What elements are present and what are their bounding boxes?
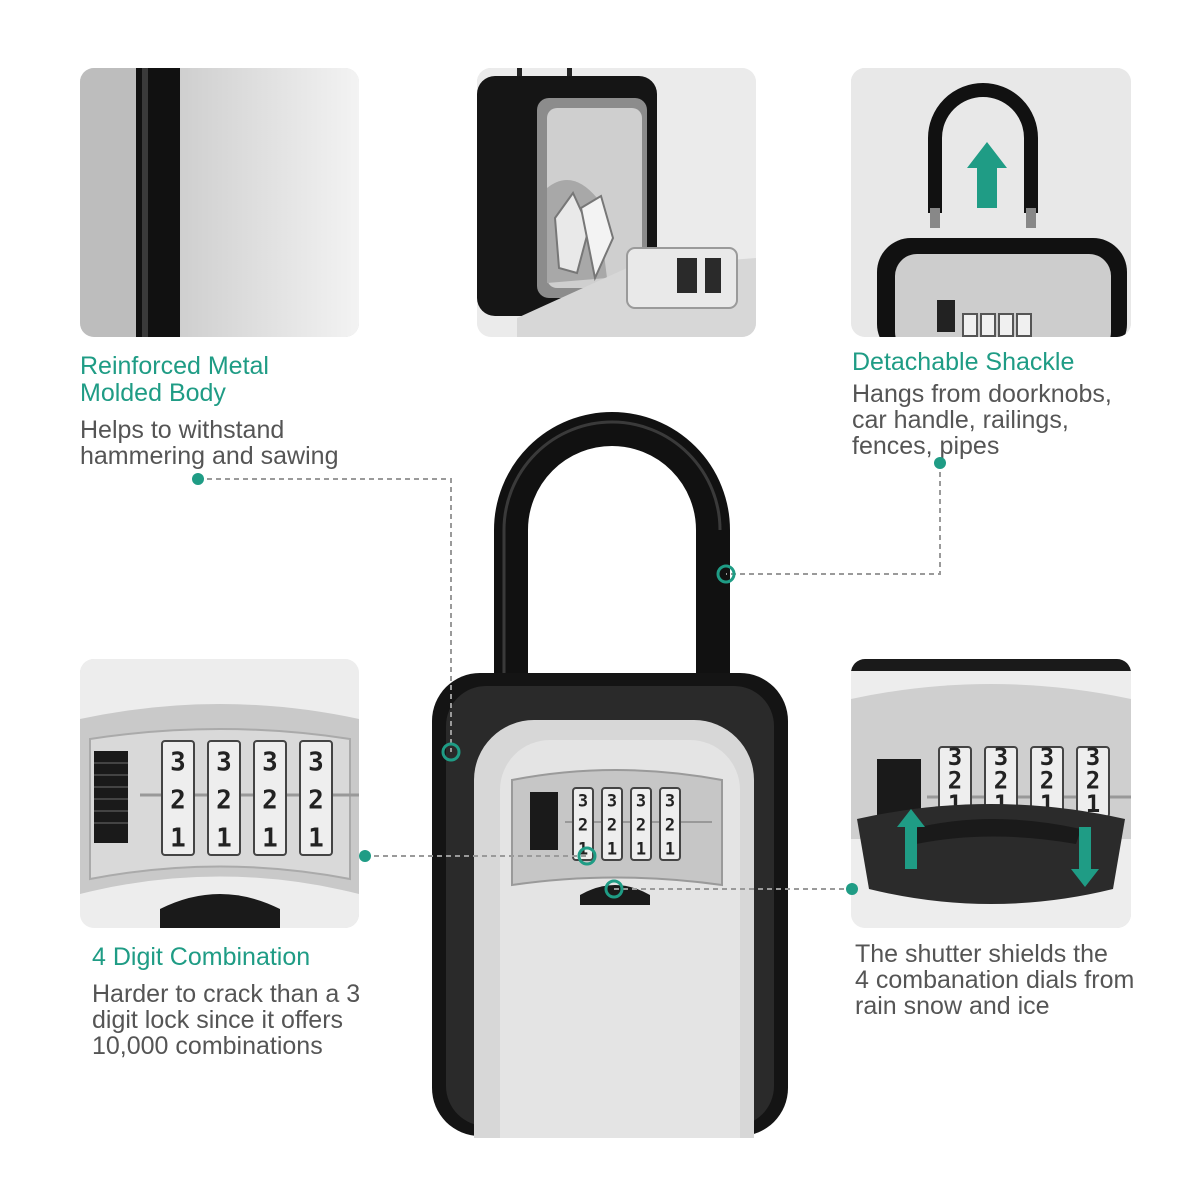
callout-dot-shackle bbox=[934, 457, 946, 469]
feature-desc-shutter: The shutter shields the 4 combanation di… bbox=[855, 940, 1135, 1020]
dial-wheel bbox=[572, 787, 594, 861]
callout-dot-shutter bbox=[846, 883, 858, 895]
dial-wheel bbox=[299, 740, 333, 856]
dial-digit: 2 bbox=[994, 767, 1008, 795]
dial-digit: 3 bbox=[170, 748, 186, 778]
dial-digit: 1 bbox=[636, 840, 646, 860]
metal-body-closeup-image bbox=[80, 68, 359, 337]
dial-digit: 3 bbox=[636, 792, 646, 812]
dial-digit: 1 bbox=[665, 840, 675, 860]
dial-wheel bbox=[659, 787, 681, 861]
dial-digit: 3 bbox=[994, 743, 1008, 771]
dial-digit: 1 bbox=[308, 824, 324, 854]
callout-dot-combination bbox=[359, 850, 371, 862]
dial-digit: 1 bbox=[607, 840, 617, 860]
dial-digit: 2 bbox=[948, 767, 962, 795]
dial-digit: 3 bbox=[578, 792, 588, 812]
dial-digit: 2 bbox=[665, 816, 675, 836]
feature-title-metal-body: Reinforced Metal Molded Body bbox=[80, 352, 269, 407]
dial-digit: 2 bbox=[578, 816, 588, 836]
dial-digit: 3 bbox=[607, 792, 617, 812]
dial-digit: 3 bbox=[948, 743, 962, 771]
dial-digit: 2 bbox=[636, 816, 646, 836]
dial-digit: 1 bbox=[216, 824, 232, 854]
dial-digit: 2 bbox=[607, 816, 617, 836]
feature-desc-shackle: Hangs from doorknobs, car handle, railin… bbox=[852, 380, 1112, 460]
dial-wheel bbox=[207, 740, 241, 856]
arrow-up-icon bbox=[967, 142, 1007, 208]
dial-wheel bbox=[601, 787, 623, 861]
dial-wheel bbox=[253, 740, 287, 856]
dial-digit: 3 bbox=[1086, 743, 1100, 771]
dial-digit: 2 bbox=[1040, 767, 1054, 795]
open-lockbox-with-keys-image bbox=[477, 68, 756, 337]
detachable-shackle-image bbox=[851, 68, 1131, 337]
dial-digit: 1 bbox=[1086, 790, 1100, 818]
feature-desc-metal-body: Helps to withstand hammering and sawing bbox=[80, 416, 339, 470]
dial-wheel bbox=[161, 740, 195, 856]
callout-dot-metal-body bbox=[192, 473, 204, 485]
arrow-down-icon bbox=[1071, 827, 1099, 887]
feature-desc-combination: Harder to crack than a 3 digit lock sinc… bbox=[92, 980, 361, 1060]
dial-digit: 2 bbox=[170, 786, 186, 816]
dial-digit: 3 bbox=[216, 748, 232, 778]
dial-digit: 2 bbox=[308, 786, 324, 816]
arrow-up-icon bbox=[897, 809, 925, 869]
dial-digit: 3 bbox=[262, 748, 278, 778]
dial-digit: 3 bbox=[1040, 743, 1054, 771]
dial-digit: 2 bbox=[216, 786, 232, 816]
dial-digit: 1 bbox=[170, 824, 186, 854]
feature-title-combination: 4 Digit Combination bbox=[92, 943, 311, 971]
dial-digit: 2 bbox=[262, 786, 278, 816]
dial-digit: 3 bbox=[308, 748, 324, 778]
dial-digit: 3 bbox=[665, 792, 675, 812]
dial-wheel bbox=[630, 787, 652, 861]
feature-title-shackle: Detachable Shackle bbox=[852, 348, 1075, 376]
dial-digit: 2 bbox=[1086, 767, 1100, 795]
dial-digit: 1 bbox=[262, 824, 278, 854]
